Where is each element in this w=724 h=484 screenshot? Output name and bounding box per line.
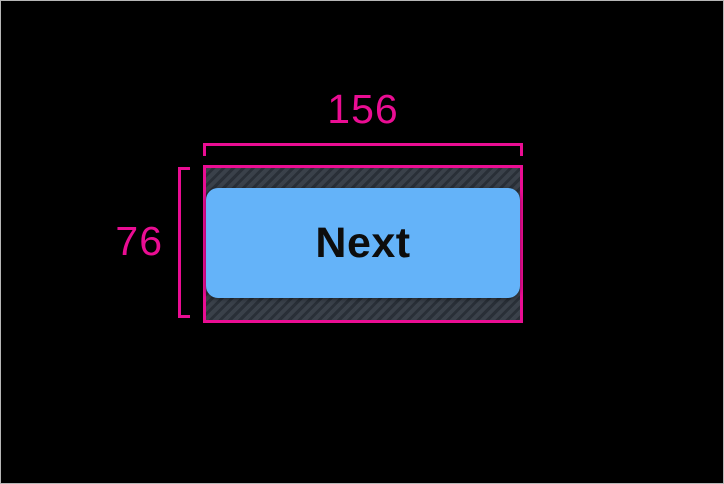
width-dimension-label: 156 xyxy=(327,86,399,132)
next-button[interactable]: Next xyxy=(206,188,520,298)
touch-target-region: Next xyxy=(203,165,523,323)
width-measure-bracket xyxy=(203,143,523,156)
next-button-label: Next xyxy=(315,218,411,267)
height-dimension-label: 76 xyxy=(115,218,163,264)
height-measure-bracket xyxy=(178,167,190,318)
